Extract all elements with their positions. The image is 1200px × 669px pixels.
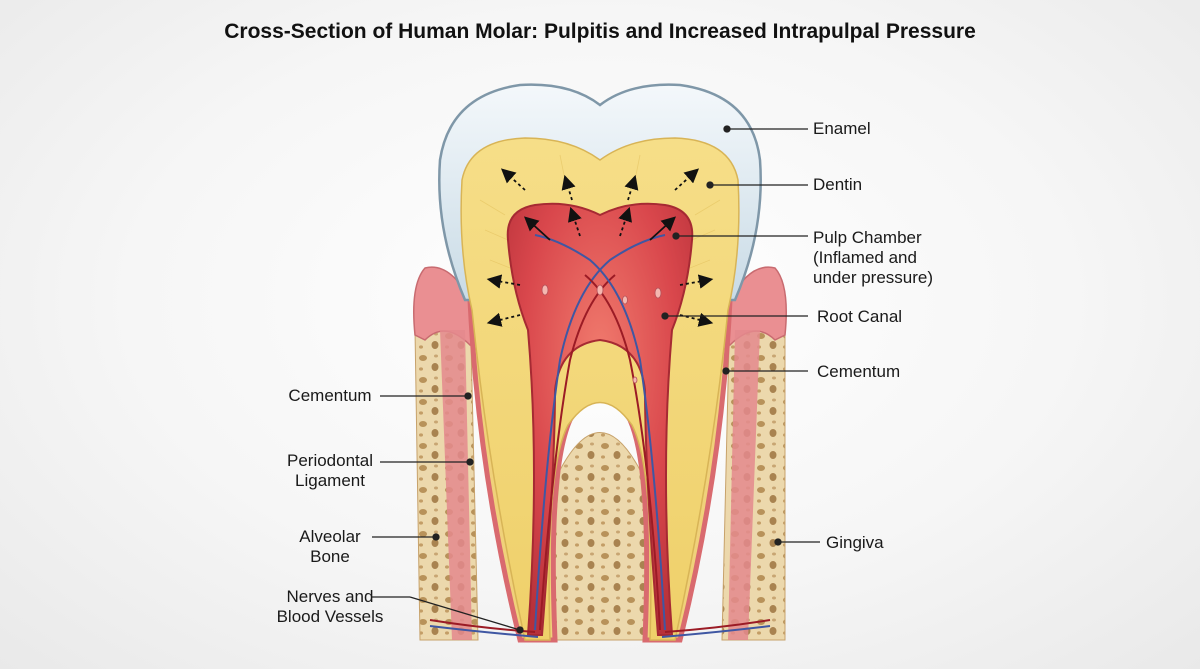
pressure-arrows (486, 168, 714, 327)
diagram-title: Cross-Section of Human Molar: Pulpitis a… (224, 20, 976, 43)
label-pulp-chamber: Pulp Chamber (Inflamed and under pressur… (813, 228, 934, 287)
leader-lines (372, 125, 820, 634)
alveolar-bone-interradicular (544, 432, 656, 641)
label-cementum-left: Cementum (288, 386, 372, 405)
label-root-canal: Root Canal (817, 307, 903, 326)
label-alveolar-bone: Alveolar Bone (299, 527, 361, 566)
label-periodontal-ligament: Periodontal Ligament (286, 451, 373, 490)
gingiva-strip-right (728, 330, 760, 640)
pulp-vessels (429, 234, 771, 638)
pulp-chamber (506, 202, 694, 636)
label-cementum-right: Cementum (817, 362, 901, 381)
label-nerves-vessels: Nerves and Blood Vessels (276, 587, 384, 626)
label-gingiva: Gingiva (826, 533, 884, 552)
label-enamel: Enamel (813, 119, 871, 138)
gingiva-strip-left (440, 330, 472, 640)
label-dentin: Dentin (813, 175, 863, 194)
fluid-droplets (541, 284, 662, 384)
